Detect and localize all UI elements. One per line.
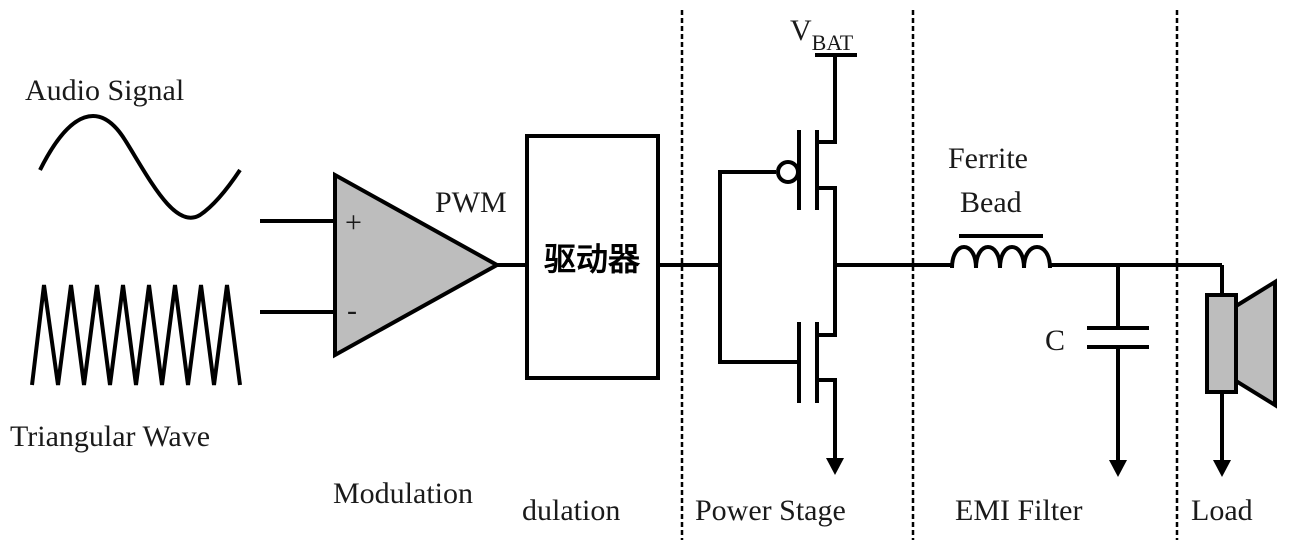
nmos-source-wire [817, 378, 837, 460]
vbat-sub: BAT [812, 30, 854, 55]
modulation-overlap-label: dulation [522, 494, 620, 527]
pmos-bubble-icon [776, 160, 800, 184]
speaker-cone-icon [1234, 278, 1277, 409]
driver-label: 驱动器 [544, 240, 641, 278]
modulation-label: Modulation [333, 477, 473, 510]
ferrite-label: Ferrite [948, 142, 1028, 175]
nmos-drain-wire [817, 265, 837, 337]
bead-label: Bead [960, 186, 1022, 219]
triangular-wave-label: Triangular Wave [10, 420, 210, 453]
inductor-icon [950, 245, 1052, 269]
pwm-label: PWM [435, 186, 507, 219]
cap-ground-arrow-icon [1109, 460, 1127, 477]
speaker-coil-icon [1205, 293, 1238, 394]
power-stage-label: Power Stage [695, 494, 846, 527]
load-ground-arrow-icon [1213, 460, 1231, 477]
pmos-source-wire [817, 55, 837, 144]
vbat-main: V [790, 14, 812, 47]
triangle-wave-icon [30, 284, 242, 386]
ground-arrow-icon [826, 458, 844, 475]
audio-signal-label: Audio Signal [25, 74, 184, 107]
pmos-drain-wire [817, 186, 837, 265]
pmos-gate-wire [718, 170, 776, 265]
vbat-label: VBAT [790, 14, 854, 55]
comparator-icon [333, 171, 502, 359]
driver-block [525, 134, 660, 380]
nmos-gate-wire [718, 265, 797, 364]
minus-sign: - [347, 294, 357, 327]
emi-filter-label: EMI Filter [955, 494, 1083, 527]
capacitor-label: C [1045, 324, 1065, 357]
load-label: Load [1191, 494, 1253, 527]
sine-wave-icon [38, 114, 242, 220]
plus-sign: + [345, 206, 362, 239]
